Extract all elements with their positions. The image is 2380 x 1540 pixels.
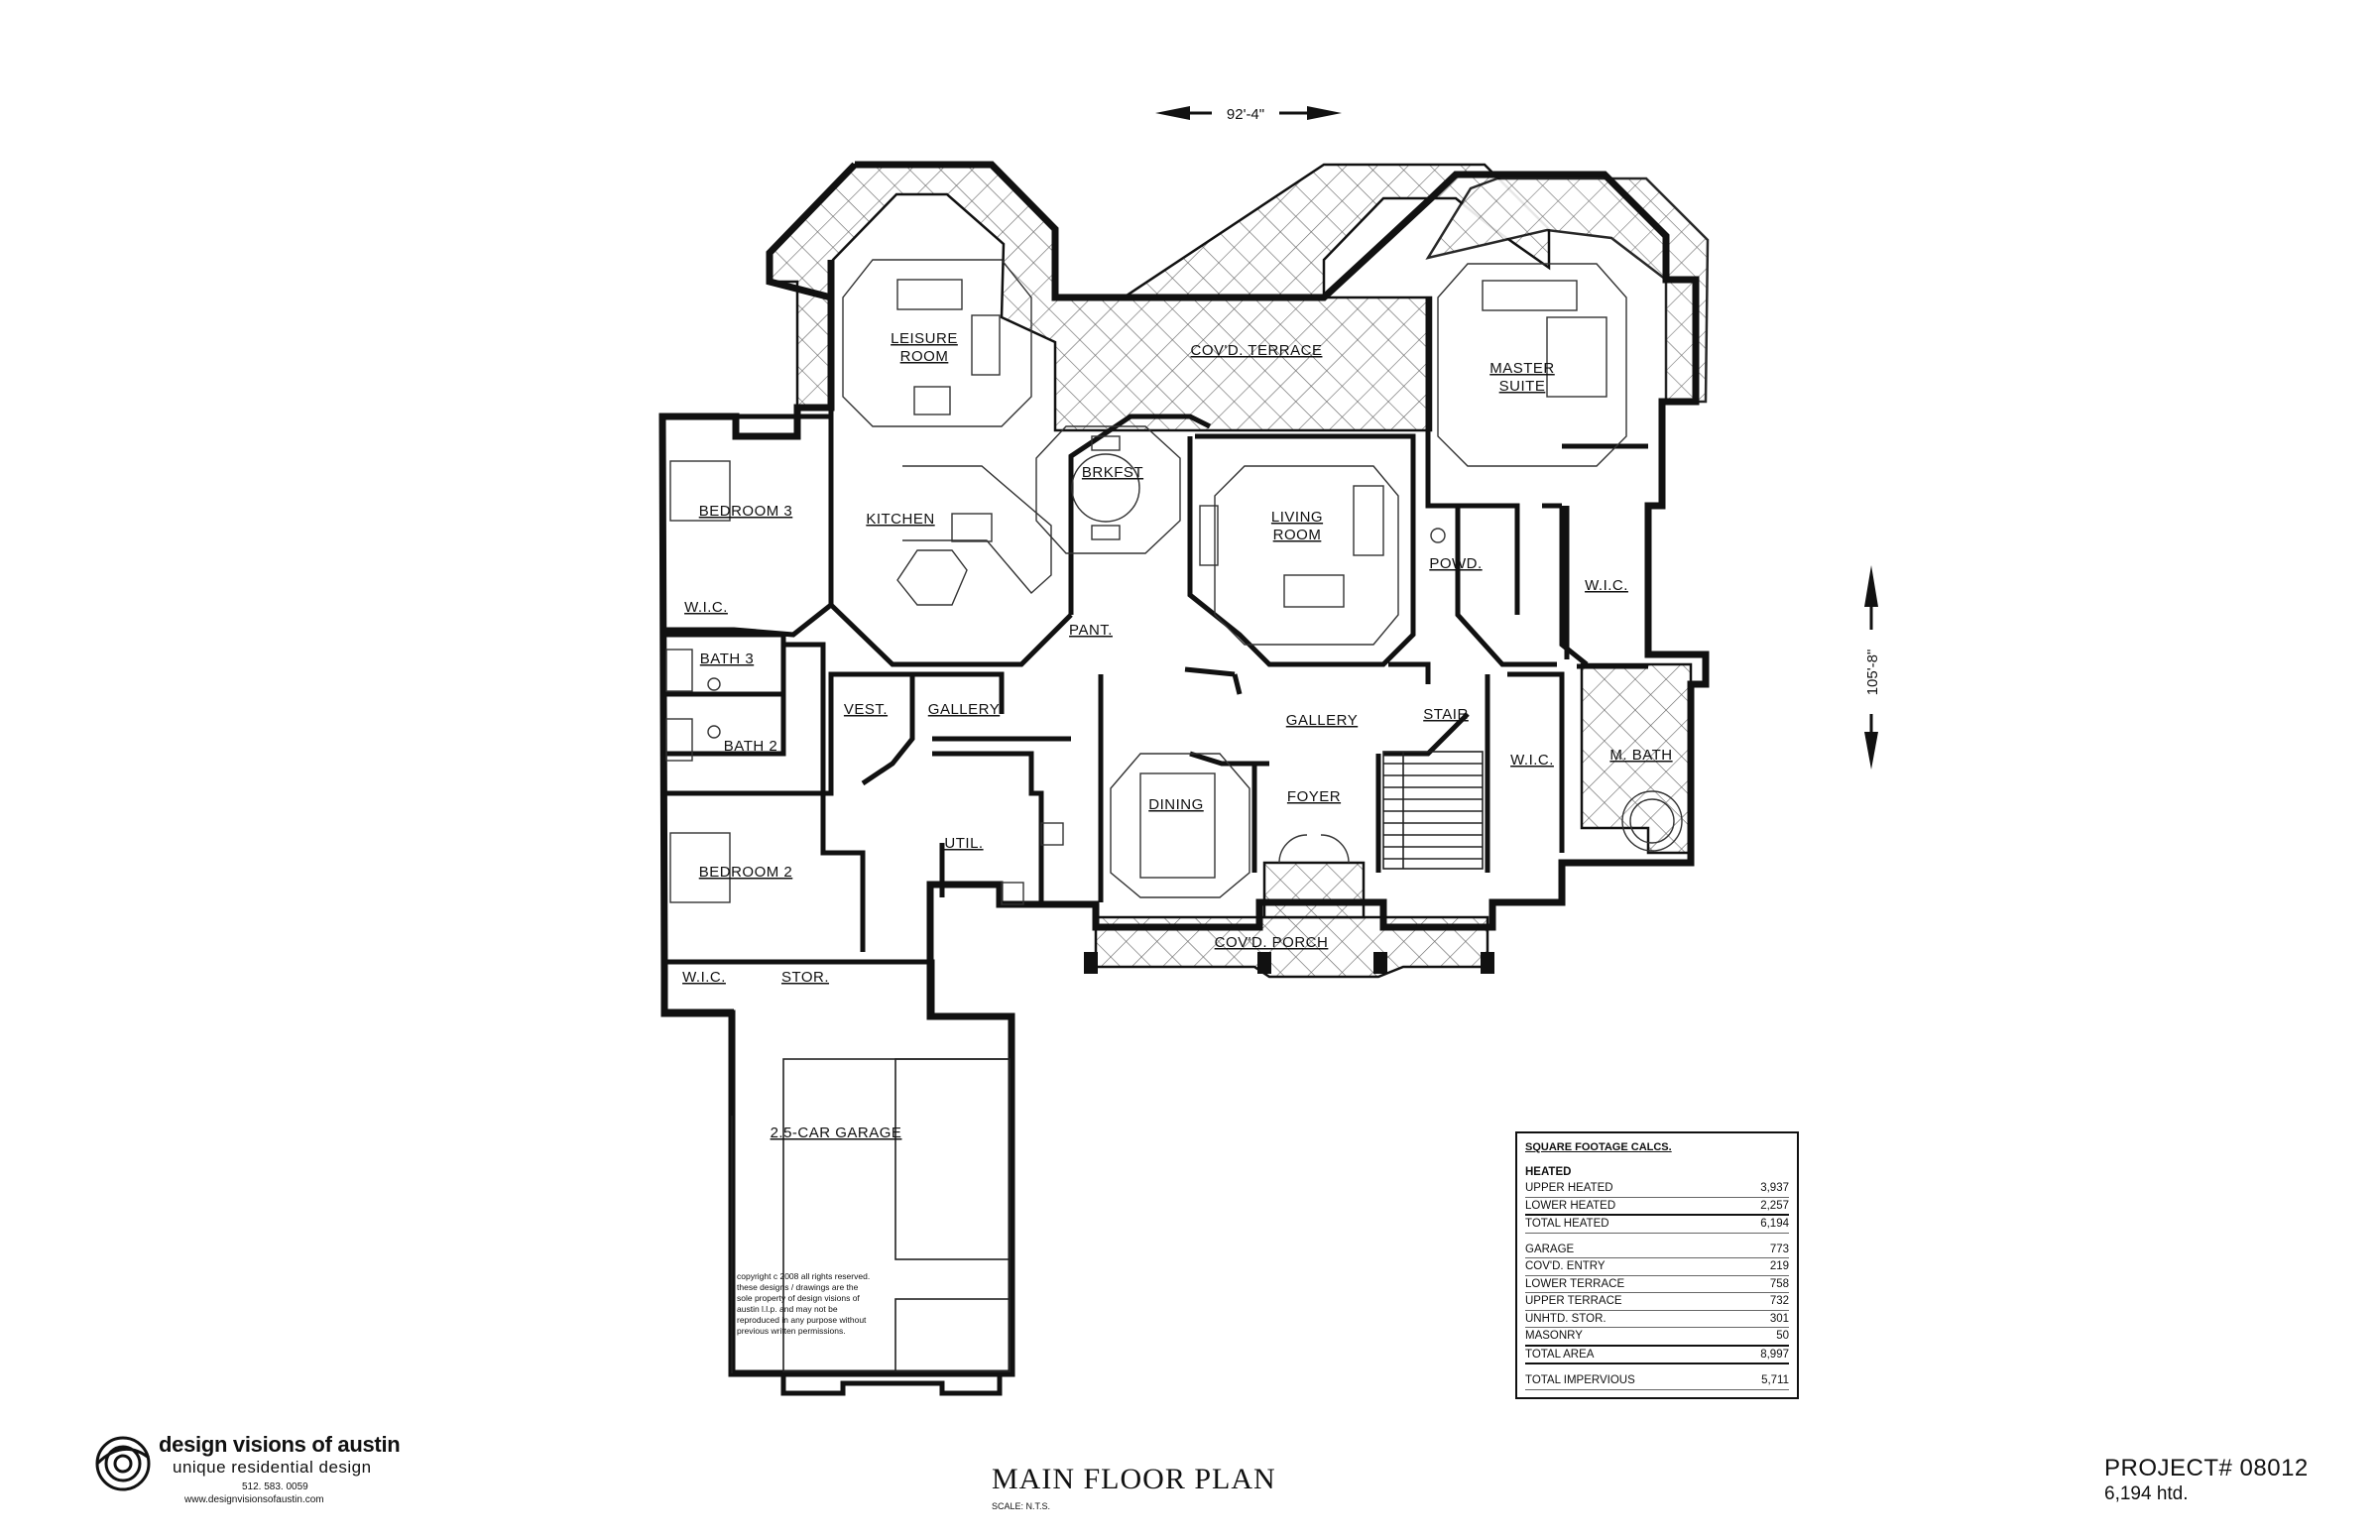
porch-columns <box>1084 952 1494 974</box>
label-wic-bed2: W.I.C. <box>682 969 726 986</box>
heated-total: 6,194 htd. <box>2104 1483 2189 1504</box>
label-bedroom3: BEDROOM 3 <box>699 503 793 520</box>
exterior-walls <box>658 161 1710 1377</box>
copyright-notice: copyright c 2008 all rights reserved. th… <box>737 1271 871 1336</box>
label-brkfst: BRKFST <box>1082 464 1143 481</box>
label-porch: COV'D. PORCH <box>1215 934 1329 951</box>
sqft-row: UNHTD. STOR.301 <box>1525 1311 1789 1328</box>
swirl-logo-icon <box>95 1436 151 1491</box>
label-stor: STOR. <box>781 969 829 986</box>
label-leisure-2: ROOM <box>900 348 949 365</box>
stair-treads <box>1382 751 1484 870</box>
label-vest: VEST. <box>844 701 888 718</box>
label-bath2: BATH 2 <box>724 738 777 755</box>
depth-dimension: 105'-8" <box>1864 565 1881 770</box>
label-living-1: LIVING <box>1271 509 1323 526</box>
label-terrace: COV'D. TERRACE <box>1191 342 1323 359</box>
sqft-heated-label: HEATED <box>1525 1165 1572 1178</box>
width-dimension: 92'-4" <box>1155 106 1342 123</box>
label-master-1: MASTER <box>1489 360 1555 377</box>
room-labels: LEISURE ROOM COV'D. TERRACE MASTER SUITE… <box>682 330 1672 1141</box>
label-wic-bed3: W.I.C. <box>684 599 728 616</box>
plan-title: MAIN FLOOR PLAN <box>992 1463 1276 1495</box>
label-bedroom2: BEDROOM 2 <box>699 864 793 881</box>
garage-outline <box>731 1058 1011 1396</box>
company-tagline: unique residential design <box>173 1458 372 1477</box>
depth-dimension-label: 105'-8" <box>1864 650 1881 696</box>
label-mbath: M. BATH <box>1609 747 1672 764</box>
company-url: www.designvisionsofaustin.com <box>184 1494 324 1505</box>
label-living-2: ROOM <box>1273 527 1322 543</box>
company-logo: design visions of austin unique resident… <box>93 1428 420 1507</box>
label-bath3: BATH 3 <box>700 651 754 667</box>
furniture <box>665 259 1683 905</box>
label-gallery-west: GALLERY <box>928 701 1000 718</box>
label-wic-master: W.I.C. <box>1585 577 1628 594</box>
interior-walls <box>659 297 1648 1016</box>
sqft-title: SQUARE FOOTAGE CALCS. <box>1525 1141 1672 1153</box>
label-util: UTIL. <box>944 835 983 852</box>
label-garage: 2.5-CAR GARAGE <box>771 1125 902 1141</box>
label-foyer: FOYER <box>1287 788 1341 805</box>
width-dimension-label: 92'-4" <box>1227 106 1264 123</box>
label-gallery-east: GALLERY <box>1286 712 1358 729</box>
label-master-2: SUITE <box>1499 378 1546 395</box>
label-pant: PANT. <box>1069 622 1113 639</box>
label-dining: DINING <box>1148 796 1204 813</box>
label-powd: POWD. <box>1429 555 1482 572</box>
project-number: PROJECT# 08012 <box>2104 1455 2309 1481</box>
label-stair: STAIR <box>1423 706 1469 723</box>
company-phone: 512. 583. 0059 <box>242 1481 308 1492</box>
square-footage-table: SQUARE FOOTAGE CALCS. HEATED UPPER HEATE… <box>1515 1131 1799 1399</box>
company-name: design visions of austin <box>159 1432 401 1457</box>
label-kitchen: KITCHEN <box>866 511 934 528</box>
label-leisure-1: LEISURE <box>891 330 958 347</box>
plan-scale: SCALE: N.T.S. <box>992 1501 1051 1511</box>
label-wic-mbath: W.I.C. <box>1510 752 1554 769</box>
